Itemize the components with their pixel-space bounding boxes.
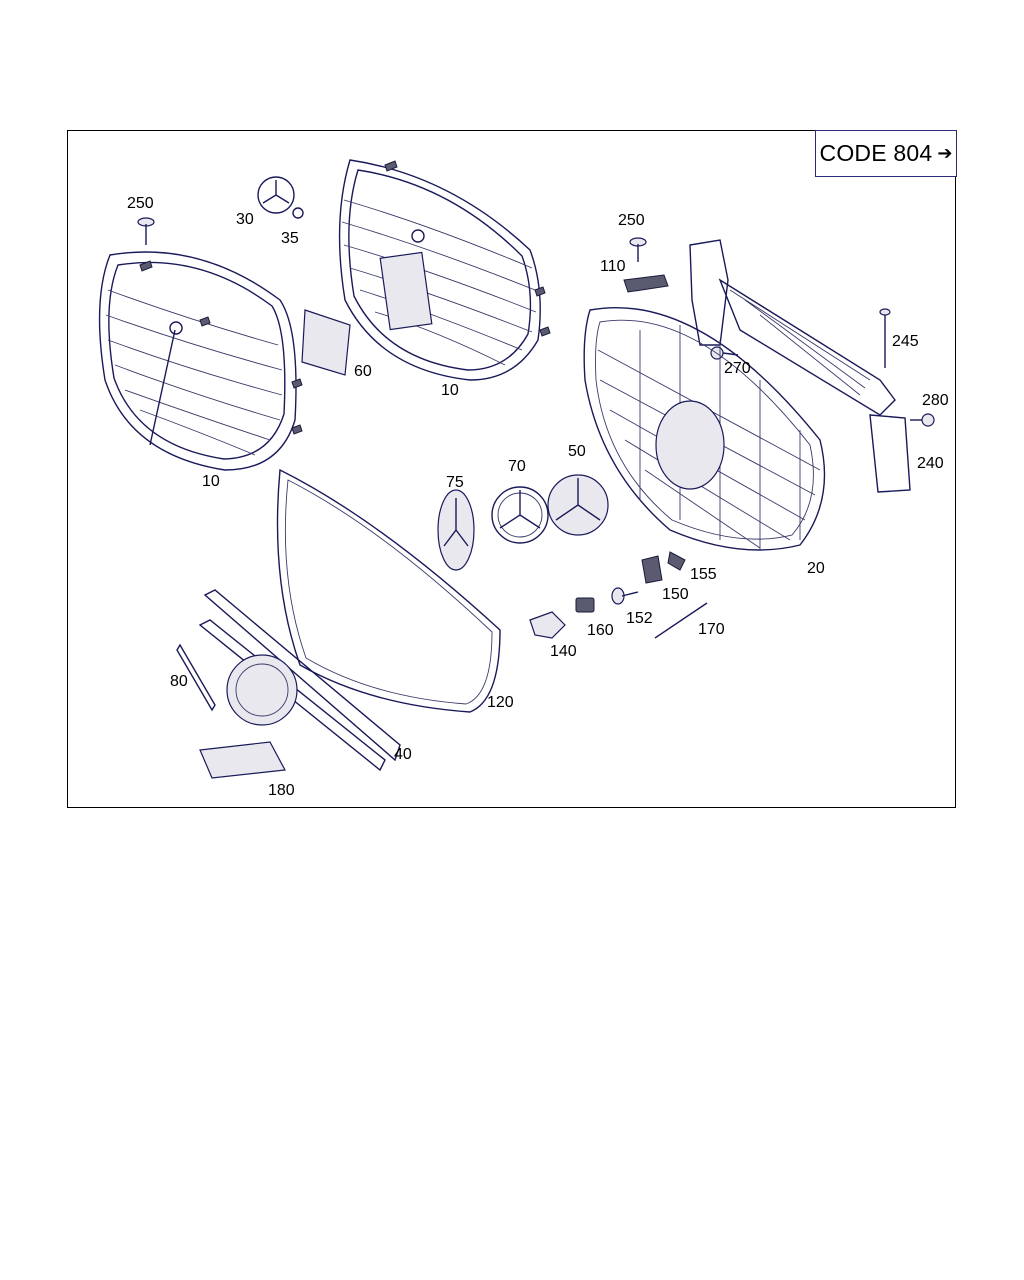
label-160: 160: [587, 622, 614, 639]
lower-grille: [176, 589, 401, 779]
label-152: 152: [626, 610, 653, 627]
label-20: 20: [807, 560, 825, 577]
label-150: 150: [662, 586, 689, 603]
clip-155: [667, 551, 686, 571]
label-10-left: 10: [202, 473, 220, 490]
screw-152: [611, 587, 639, 605]
label-170: 170: [698, 621, 725, 638]
grille-upper: [338, 159, 551, 381]
grille-left: [98, 251, 303, 471]
emblem-small: [257, 176, 304, 219]
cable-170: [654, 602, 708, 639]
diagram-frame: [67, 130, 956, 808]
label-75: 75: [446, 474, 464, 491]
clip-150: [641, 555, 663, 584]
cover-plate: [301, 309, 351, 376]
bracket-140: [529, 611, 566, 639]
screw-left: [137, 217, 155, 245]
label-250-left: 250: [127, 195, 154, 212]
emblem-75: [437, 489, 475, 571]
label-245: 245: [892, 333, 919, 350]
label-280: 280: [922, 392, 949, 409]
arrow-right-icon: ➔: [937, 143, 953, 163]
label-30: 30: [236, 211, 254, 228]
code-badge: CODE 804 ➔: [815, 130, 957, 177]
emblem-70: [491, 486, 549, 544]
label-240: 240: [917, 455, 944, 472]
label-70: 70: [508, 458, 526, 475]
label-50: 50: [568, 443, 586, 460]
label-155: 155: [690, 566, 717, 583]
grille-main: [583, 306, 826, 551]
label-60: 60: [354, 363, 372, 380]
trim-frame: [276, 468, 501, 713]
label-270: 270: [724, 360, 751, 377]
label-250-right: 250: [618, 212, 645, 229]
code-label: CODE 804: [819, 140, 933, 166]
connector-160: [575, 597, 595, 613]
emblem-50: [547, 474, 609, 536]
screw-right: [629, 237, 647, 262]
label-140: 140: [550, 643, 577, 660]
label-80: 80: [170, 673, 188, 690]
clip-110: [623, 274, 669, 293]
label-180: 180: [268, 782, 295, 799]
label-35: 35: [281, 230, 299, 247]
label-120: 120: [487, 694, 514, 711]
label-40: 40: [394, 746, 412, 763]
label-110: 110: [600, 258, 626, 275]
label-10-upper: 10: [441, 382, 459, 399]
